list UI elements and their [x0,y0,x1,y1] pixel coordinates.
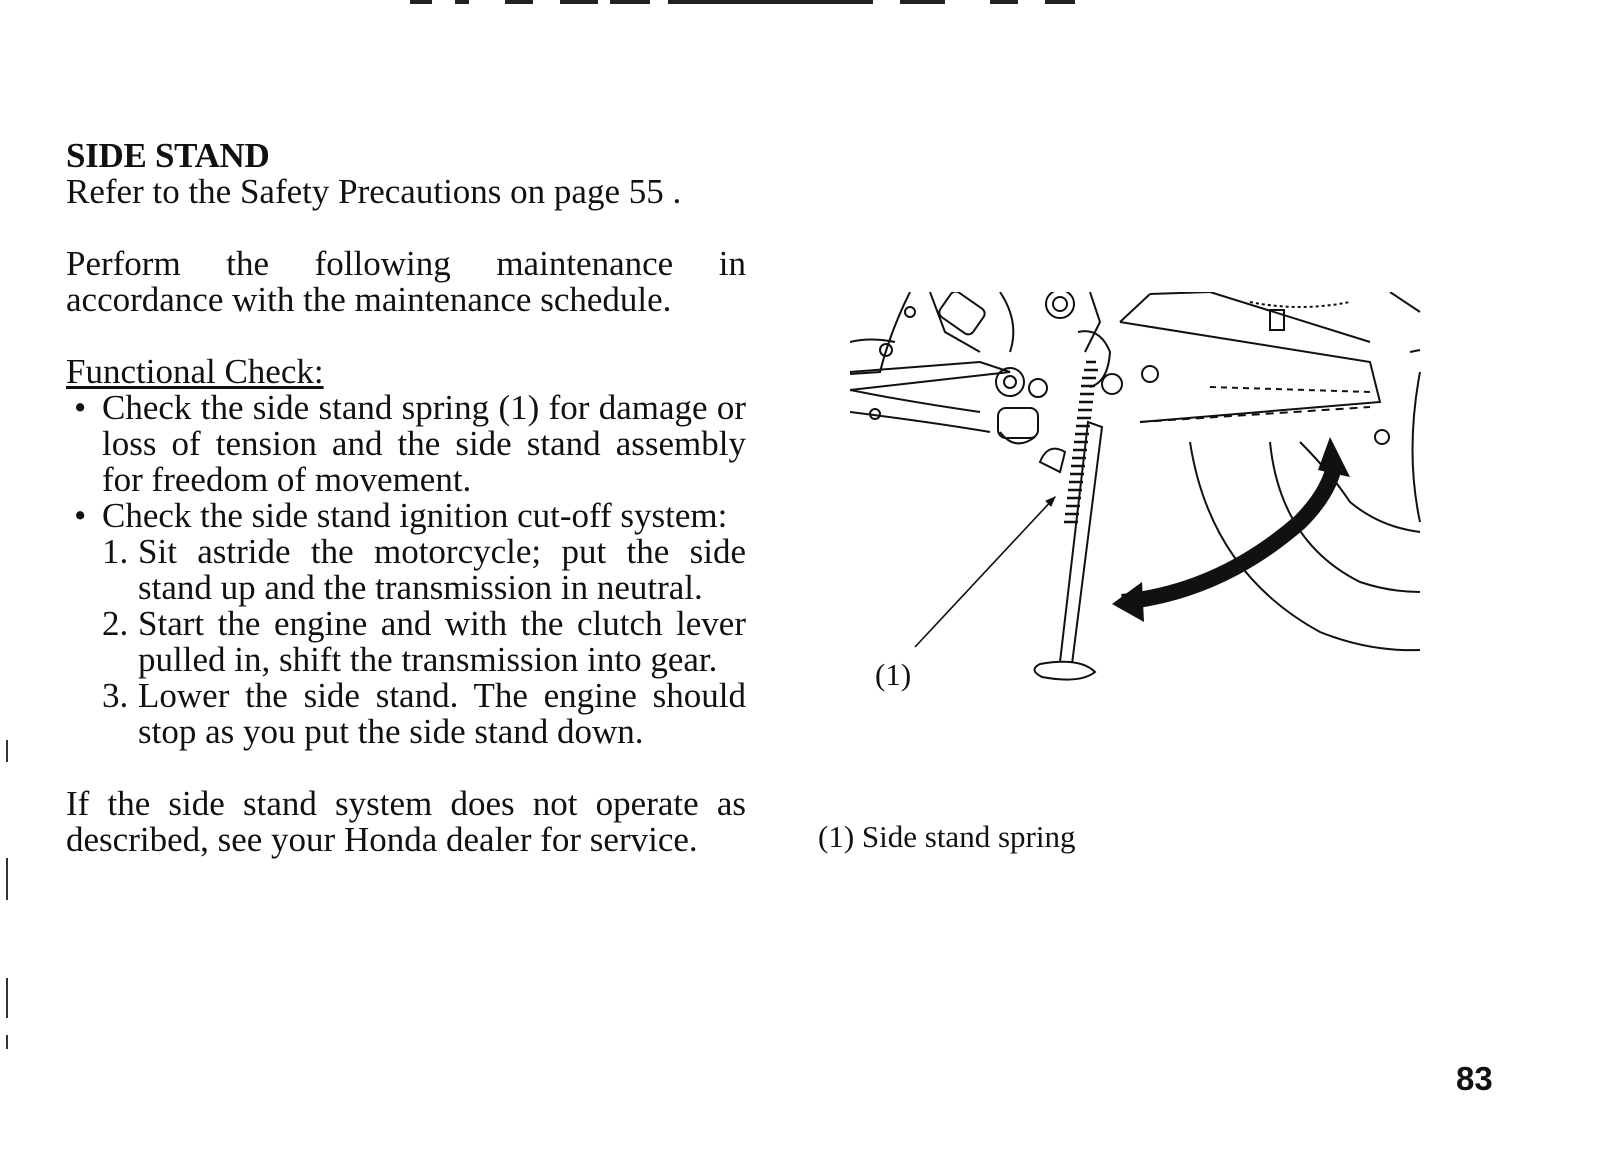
top-scan-marks [0,0,1600,8]
dealer-service-paragraph: If the side stand system does not operat… [66,784,746,859]
functional-check-label: Functional Check: [66,352,324,391]
check-item-ignition: Check the side stand ignition cut-off sy… [66,498,746,750]
step-item: 1.Sit astride the motorcycle; put the si… [102,532,746,607]
figure-caption: (1) Side stand spring [818,819,1076,854]
side-stand-section: SIDE STAND Refer to the Safety Precautio… [66,138,746,858]
safety-reference: Refer to the Safety Precautions on page … [66,172,682,211]
step-item: 3.Lower the side stand. The engine shoul… [102,676,746,751]
section-heading: SIDE STAND [66,136,270,175]
step-item: 2.Start the engine and with the clutch l… [102,604,746,679]
page-number: 83 [1456,1060,1493,1097]
ignition-check-steps: 1.Sit astride the motorcycle; put the si… [102,534,746,750]
callout-number: (1) [875,657,912,692]
check-item-spring: Check the side stand spring (1) for dama… [66,390,746,498]
side-stand-drawing [849,289,1421,681]
check-list: Check the side stand spring (1) for dama… [66,390,746,750]
side-stand-illustration: (1) [849,289,1460,712]
maintenance-paragraph: Perform the following maintenance in acc… [66,244,746,319]
